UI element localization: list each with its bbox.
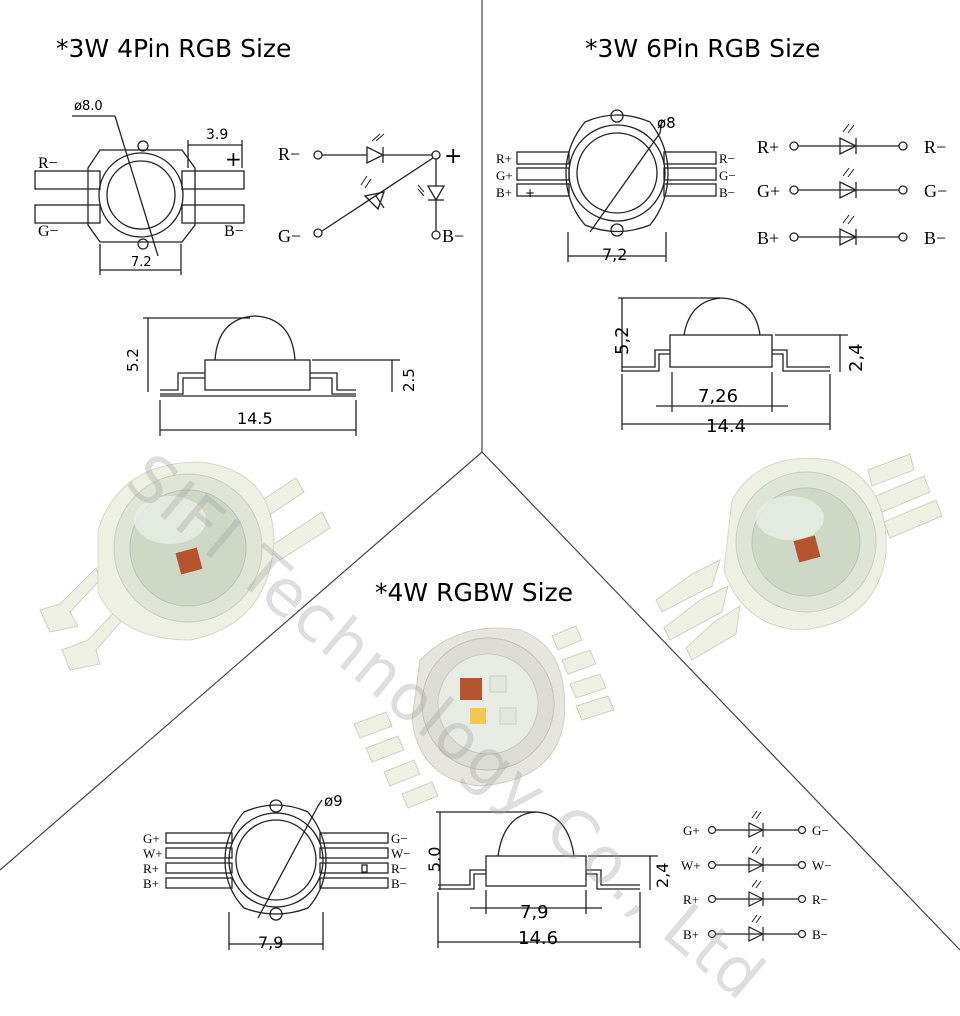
d2-led-photo bbox=[655, 453, 943, 661]
d3-width79-label: 7,9 bbox=[258, 933, 283, 952]
d3-width146-label: 14.6 bbox=[518, 928, 558, 949]
d3s-g-plus-label: G+ bbox=[683, 823, 700, 838]
d1s-g-label: G− bbox=[278, 226, 301, 246]
d3-led-photo bbox=[353, 625, 615, 809]
d3-right-w-label: W− bbox=[391, 846, 411, 861]
d1s-plus-label: + bbox=[444, 144, 462, 169]
d2s-b-plus-label: B+ bbox=[757, 228, 779, 248]
d1-height25-label: 2.5 bbox=[400, 368, 418, 392]
title-3w-6pin: *3W 6Pin RGB Size bbox=[585, 34, 821, 63]
d2-plus-label: + bbox=[525, 186, 535, 200]
d3-left-r-label: R+ bbox=[143, 861, 159, 876]
d2-right-r-label: R− bbox=[719, 151, 735, 166]
d2-schematic bbox=[789, 136, 908, 247]
d2-right-b-label: B− bbox=[719, 185, 735, 200]
d3-right-g-label: G− bbox=[391, 831, 408, 846]
d3-schematic bbox=[707, 822, 807, 942]
d3-height24-label: 2,4 bbox=[653, 863, 672, 888]
d3s-w-minus-label: W− bbox=[812, 858, 832, 873]
d2-top-view bbox=[516, 109, 717, 262]
d1-schematic bbox=[313, 145, 446, 240]
d2s-r-plus-label: R+ bbox=[757, 137, 779, 157]
d3-light-arrows bbox=[751, 810, 762, 924]
d1s-r-label: R− bbox=[278, 144, 300, 164]
d3s-r-minus-label: R− bbox=[812, 892, 828, 907]
d3s-g-minus-label: G− bbox=[812, 823, 829, 838]
d3-right-r-label: R− bbox=[391, 861, 407, 876]
d1-top-view bbox=[34, 115, 245, 275]
d1-g-minus-label: G− bbox=[38, 223, 59, 240]
d1-plus-label: + bbox=[225, 147, 242, 171]
d1-b-minus-label: B− bbox=[224, 223, 244, 240]
d2-left-r-label: R+ bbox=[496, 151, 512, 166]
title-3w-4pin: *3W 4Pin RGB Size bbox=[56, 34, 292, 63]
d1-height52-label: 5.2 bbox=[124, 348, 142, 372]
d3-top-view bbox=[165, 799, 389, 950]
d2-width144-label: 14.4 bbox=[706, 416, 746, 437]
d3s-b-plus-label: B+ bbox=[683, 927, 699, 942]
d3-left-g-label: G+ bbox=[143, 831, 160, 846]
d3s-w-plus-label: W+ bbox=[681, 858, 701, 873]
d3-right-b-label: B− bbox=[391, 876, 407, 891]
d3-left-w-label: W+ bbox=[143, 846, 163, 861]
d2-height24-label: 2,4 bbox=[846, 343, 867, 372]
d2s-g-plus-label: G+ bbox=[757, 181, 780, 201]
d2-height52-label: 5,2 bbox=[612, 326, 633, 355]
d1-width145-label: 14.5 bbox=[237, 409, 273, 428]
d1s-b-label: B− bbox=[442, 226, 464, 246]
d3s-b-minus-label: B− bbox=[812, 927, 828, 942]
d2s-r-minus-label: R− bbox=[924, 137, 946, 157]
d2-side-view bbox=[618, 297, 848, 430]
d1-width72-label: 7.2 bbox=[131, 255, 152, 270]
title-4w-rgbw: *4W RGBW Size bbox=[375, 578, 574, 607]
d1-width39-label: 3.9 bbox=[206, 127, 228, 143]
d1-led-photo bbox=[39, 461, 331, 671]
d2-left-g-label: G+ bbox=[496, 168, 513, 183]
d3s-r-plus-label: R+ bbox=[683, 892, 699, 907]
d1-light-arrows bbox=[360, 133, 425, 197]
section-dividers bbox=[0, 0, 960, 951]
d1-dia-label: ø8.0 bbox=[74, 99, 103, 114]
d1-side-view bbox=[143, 315, 400, 436]
d1-r-minus-label: R− bbox=[38, 155, 58, 172]
d2s-g-minus-label: G− bbox=[924, 181, 947, 201]
d3-width79b-label: 7,9 bbox=[520, 902, 549, 923]
d3-dia-label: ø9 bbox=[324, 792, 343, 810]
d2-width726-label: 7,26 bbox=[698, 386, 738, 407]
diagram-canvas: ø8.0 3.9 + 7.2 R− G− B− R− + G− B− bbox=[0, 0, 960, 952]
d3-height50-label: 5.0 bbox=[425, 847, 444, 872]
d3-left-b-label: B+ bbox=[143, 876, 159, 891]
d2-dia-label: ø8 bbox=[657, 114, 676, 132]
d2-right-g-label: G− bbox=[719, 168, 736, 183]
d2-light-arrows bbox=[842, 123, 855, 225]
d3-side-view bbox=[436, 811, 658, 948]
d2-width72-label: 7,2 bbox=[602, 245, 627, 264]
d2-left-b-label: B+ bbox=[496, 185, 512, 200]
d2s-b-minus-label: B− bbox=[924, 228, 946, 248]
